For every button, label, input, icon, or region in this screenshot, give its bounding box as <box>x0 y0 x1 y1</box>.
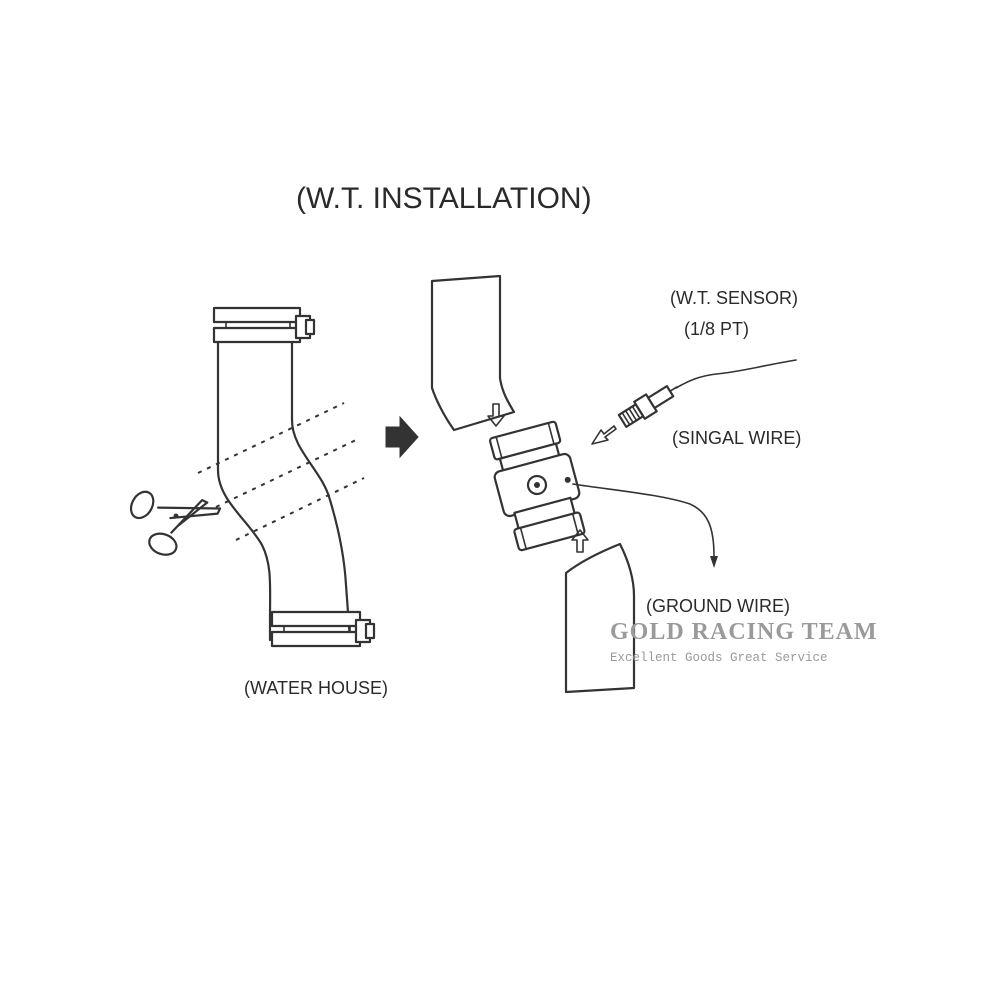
right-arrow-icon <box>385 415 419 459</box>
upper-hose-section <box>430 274 516 432</box>
up-arrow-icon <box>571 529 589 553</box>
lower-hose-section <box>564 542 636 694</box>
water-hose <box>197 306 376 648</box>
signal-wire-label: (SINGAL WIRE) <box>672 428 802 448</box>
down-arrow-icon <box>487 403 505 427</box>
watermark-subtitle: Excellent Goods Great Service <box>610 651 828 665</box>
water-temp-adapter <box>488 420 586 552</box>
bottom-hose-clamp <box>270 610 376 648</box>
ground-wire <box>572 483 715 557</box>
water-house-label: (WATER HOUSE) <box>244 678 388 698</box>
ground-wire-arrowhead <box>710 556 718 568</box>
diagonal-arrow-icon <box>591 425 617 445</box>
cut-lines <box>197 402 365 541</box>
signal-wire <box>675 359 797 389</box>
scissors-icon <box>129 490 222 556</box>
ground-wire-label: (GROUND WIRE) <box>646 596 790 616</box>
wt-sensor-label: (W.T. SENSOR) <box>670 288 799 308</box>
diagram-title: (W.T. INSTALLATION) <box>296 182 592 215</box>
watermark-title: GOLD RACING TEAM <box>610 619 878 645</box>
wt-sensor <box>617 385 678 428</box>
sensor-thread-label: (1/8 PT) <box>684 319 750 339</box>
top-hose-clamp <box>212 306 316 344</box>
